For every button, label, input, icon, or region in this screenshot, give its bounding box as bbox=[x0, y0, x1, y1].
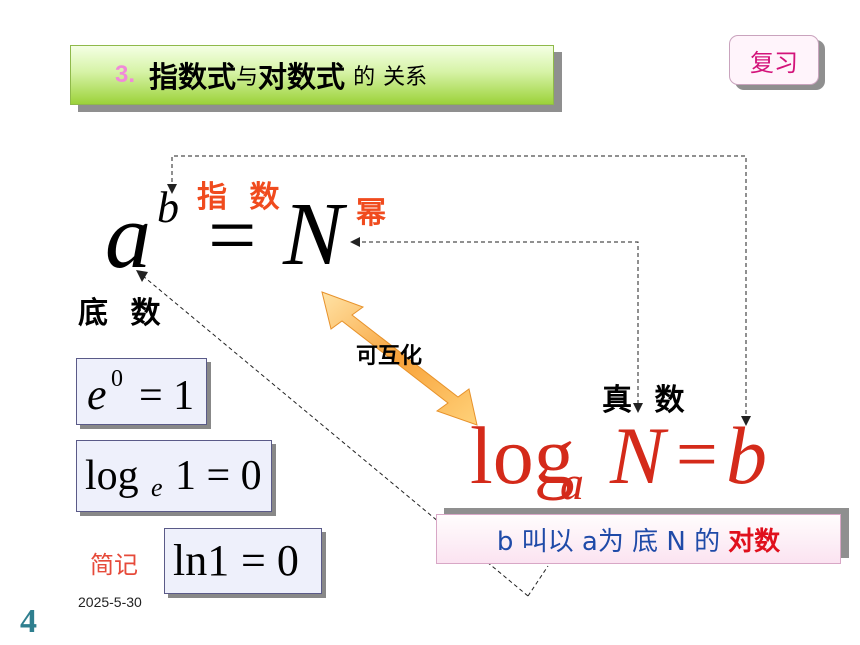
exp-result: N bbox=[283, 185, 344, 284]
title-part-logarithmic: 对数式 bbox=[258, 60, 346, 94]
log-value: b bbox=[726, 410, 767, 501]
arrowhead-result bbox=[350, 237, 360, 247]
title-part-exponential: 指数式 bbox=[149, 60, 237, 94]
example-1-rhs: = 1 bbox=[139, 373, 195, 419]
example-box-log-e: log e 1 = 0 bbox=[76, 440, 272, 512]
label-interchange: 可互化 bbox=[356, 344, 423, 369]
label-power: 幂 bbox=[356, 196, 386, 231]
log-function: log bbox=[470, 410, 575, 501]
dashed-line-caption-lower bbox=[527, 565, 549, 597]
example-box-e-power: e 0 = 1 bbox=[76, 358, 207, 425]
title-joiner: 与 bbox=[236, 65, 259, 90]
exp-equals: = bbox=[208, 187, 257, 283]
log-equals: = bbox=[676, 414, 718, 496]
example-1-exponent: 0 bbox=[111, 366, 123, 392]
arrowhead-exponent bbox=[167, 184, 177, 194]
page-number: 4 bbox=[20, 603, 37, 640]
slide-date: 2025-5-30 bbox=[78, 594, 142, 610]
title-number: 3. bbox=[115, 61, 136, 88]
example-2-log: log bbox=[85, 453, 139, 499]
example-3-rhs: = 0 bbox=[241, 536, 299, 585]
arrowhead-argument bbox=[633, 403, 643, 413]
caption-highlight: 对数 bbox=[728, 526, 781, 557]
example-2-subscript: e bbox=[151, 473, 163, 502]
label-exponent: 指 数 bbox=[197, 180, 286, 215]
dashed-line-result-to-argument bbox=[362, 241, 639, 405]
title-part-of: 的 bbox=[353, 65, 376, 90]
arrowhead-value bbox=[741, 416, 751, 426]
example-box-ln: ln1 = 0 bbox=[164, 528, 322, 594]
example-3-lhs: ln1 bbox=[173, 536, 230, 585]
slide-title: 3. 指数式 与 对数式 的 关系 bbox=[70, 45, 554, 105]
exp-base: a bbox=[105, 185, 151, 287]
arrowhead-base bbox=[136, 270, 148, 282]
example-1-base: e bbox=[87, 370, 107, 419]
example-2-rhs: 1 = 0 bbox=[175, 453, 262, 499]
log-argument: N bbox=[610, 410, 665, 501]
label-base: 底 数 bbox=[78, 296, 167, 331]
caption-text: b 叫以 a为 底 N 的 bbox=[496, 526, 721, 557]
title-part-relation: 关系 bbox=[383, 65, 428, 90]
dashed-line-exponent-to-value bbox=[171, 155, 747, 418]
interchange-arrow bbox=[321, 291, 478, 426]
label-abbreviation: 简记 bbox=[90, 551, 138, 579]
caption-box: b 叫以 a为 底 N 的 对数 bbox=[436, 514, 841, 564]
label-true-number: 真 数 bbox=[602, 383, 691, 418]
log-base-subscript: a bbox=[560, 457, 584, 510]
exp-exponent: b bbox=[157, 183, 179, 232]
review-button[interactable]: 复习 bbox=[729, 35, 819, 85]
